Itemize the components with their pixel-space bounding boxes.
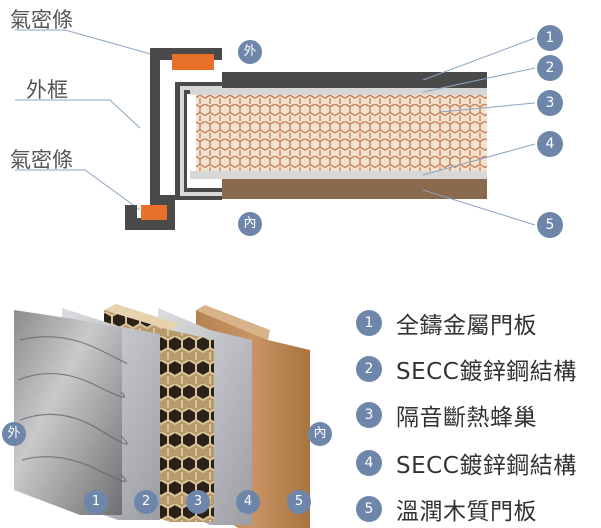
layer-badge-4: 4	[537, 131, 563, 157]
layer-1	[222, 72, 487, 88]
frame-label: 外框	[26, 78, 68, 102]
layer-badge-1: 1	[537, 25, 563, 51]
seal-bottom	[141, 205, 167, 220]
panel-badge-2: 2	[134, 490, 158, 514]
legend-num: 4	[356, 450, 382, 476]
layer-5	[222, 179, 487, 199]
legend-item-4: 4 SECC鍍鋅鋼結構	[356, 446, 577, 480]
legend-num: 1	[356, 310, 382, 336]
layer-3	[196, 95, 487, 171]
legend-item-5: 5 溫潤木質門板	[356, 492, 537, 526]
outer-marker-top: 外	[238, 40, 262, 64]
layer-2	[190, 88, 487, 95]
seal-bottom-label: 氣密條	[10, 148, 73, 172]
legend-label: SECC鍍鋅鋼結構	[396, 359, 577, 385]
legend-num: 3	[356, 402, 382, 428]
layer-4	[190, 171, 487, 179]
seal-top	[172, 54, 214, 70]
layer-badge-3: 3	[537, 90, 563, 116]
outer-marker-bottom: 外	[2, 422, 26, 446]
seal-bottom-leader	[15, 169, 141, 211]
outer-frame-profile	[125, 48, 222, 230]
inner-marker-bottom: 內	[308, 422, 332, 446]
panel-badge-1: 1	[84, 490, 108, 514]
inner-marker-top: 內	[238, 212, 262, 236]
layer-badge-5: 5	[537, 212, 563, 238]
legend-label: 全鑄金屬門板	[396, 313, 537, 339]
frame-leader	[15, 99, 141, 129]
layer-badge-2: 2	[537, 55, 563, 81]
legend-num: 5	[356, 496, 382, 522]
panel-badge-4: 4	[236, 490, 260, 514]
inner-frame-profile	[175, 82, 222, 200]
legend-item-1: 1 全鑄金屬門板	[356, 306, 537, 340]
seal-top-leader	[15, 29, 173, 61]
legend-label: 溫潤木質門板	[396, 499, 537, 525]
panel-1	[14, 310, 122, 515]
panel-badge-5: 5	[287, 490, 311, 514]
legend-num: 2	[356, 356, 382, 382]
seal-top-label: 氣密條	[10, 8, 73, 32]
legend-item-3: 3 隔音斷熱蜂巢	[356, 398, 537, 432]
panel-badge-3: 3	[186, 490, 210, 514]
legend-label: 隔音斷熱蜂巢	[396, 405, 537, 431]
legend-item-2: 2 SECC鍍鋅鋼結構	[356, 352, 577, 386]
legend-label: SECC鍍鋅鋼結構	[396, 453, 577, 479]
